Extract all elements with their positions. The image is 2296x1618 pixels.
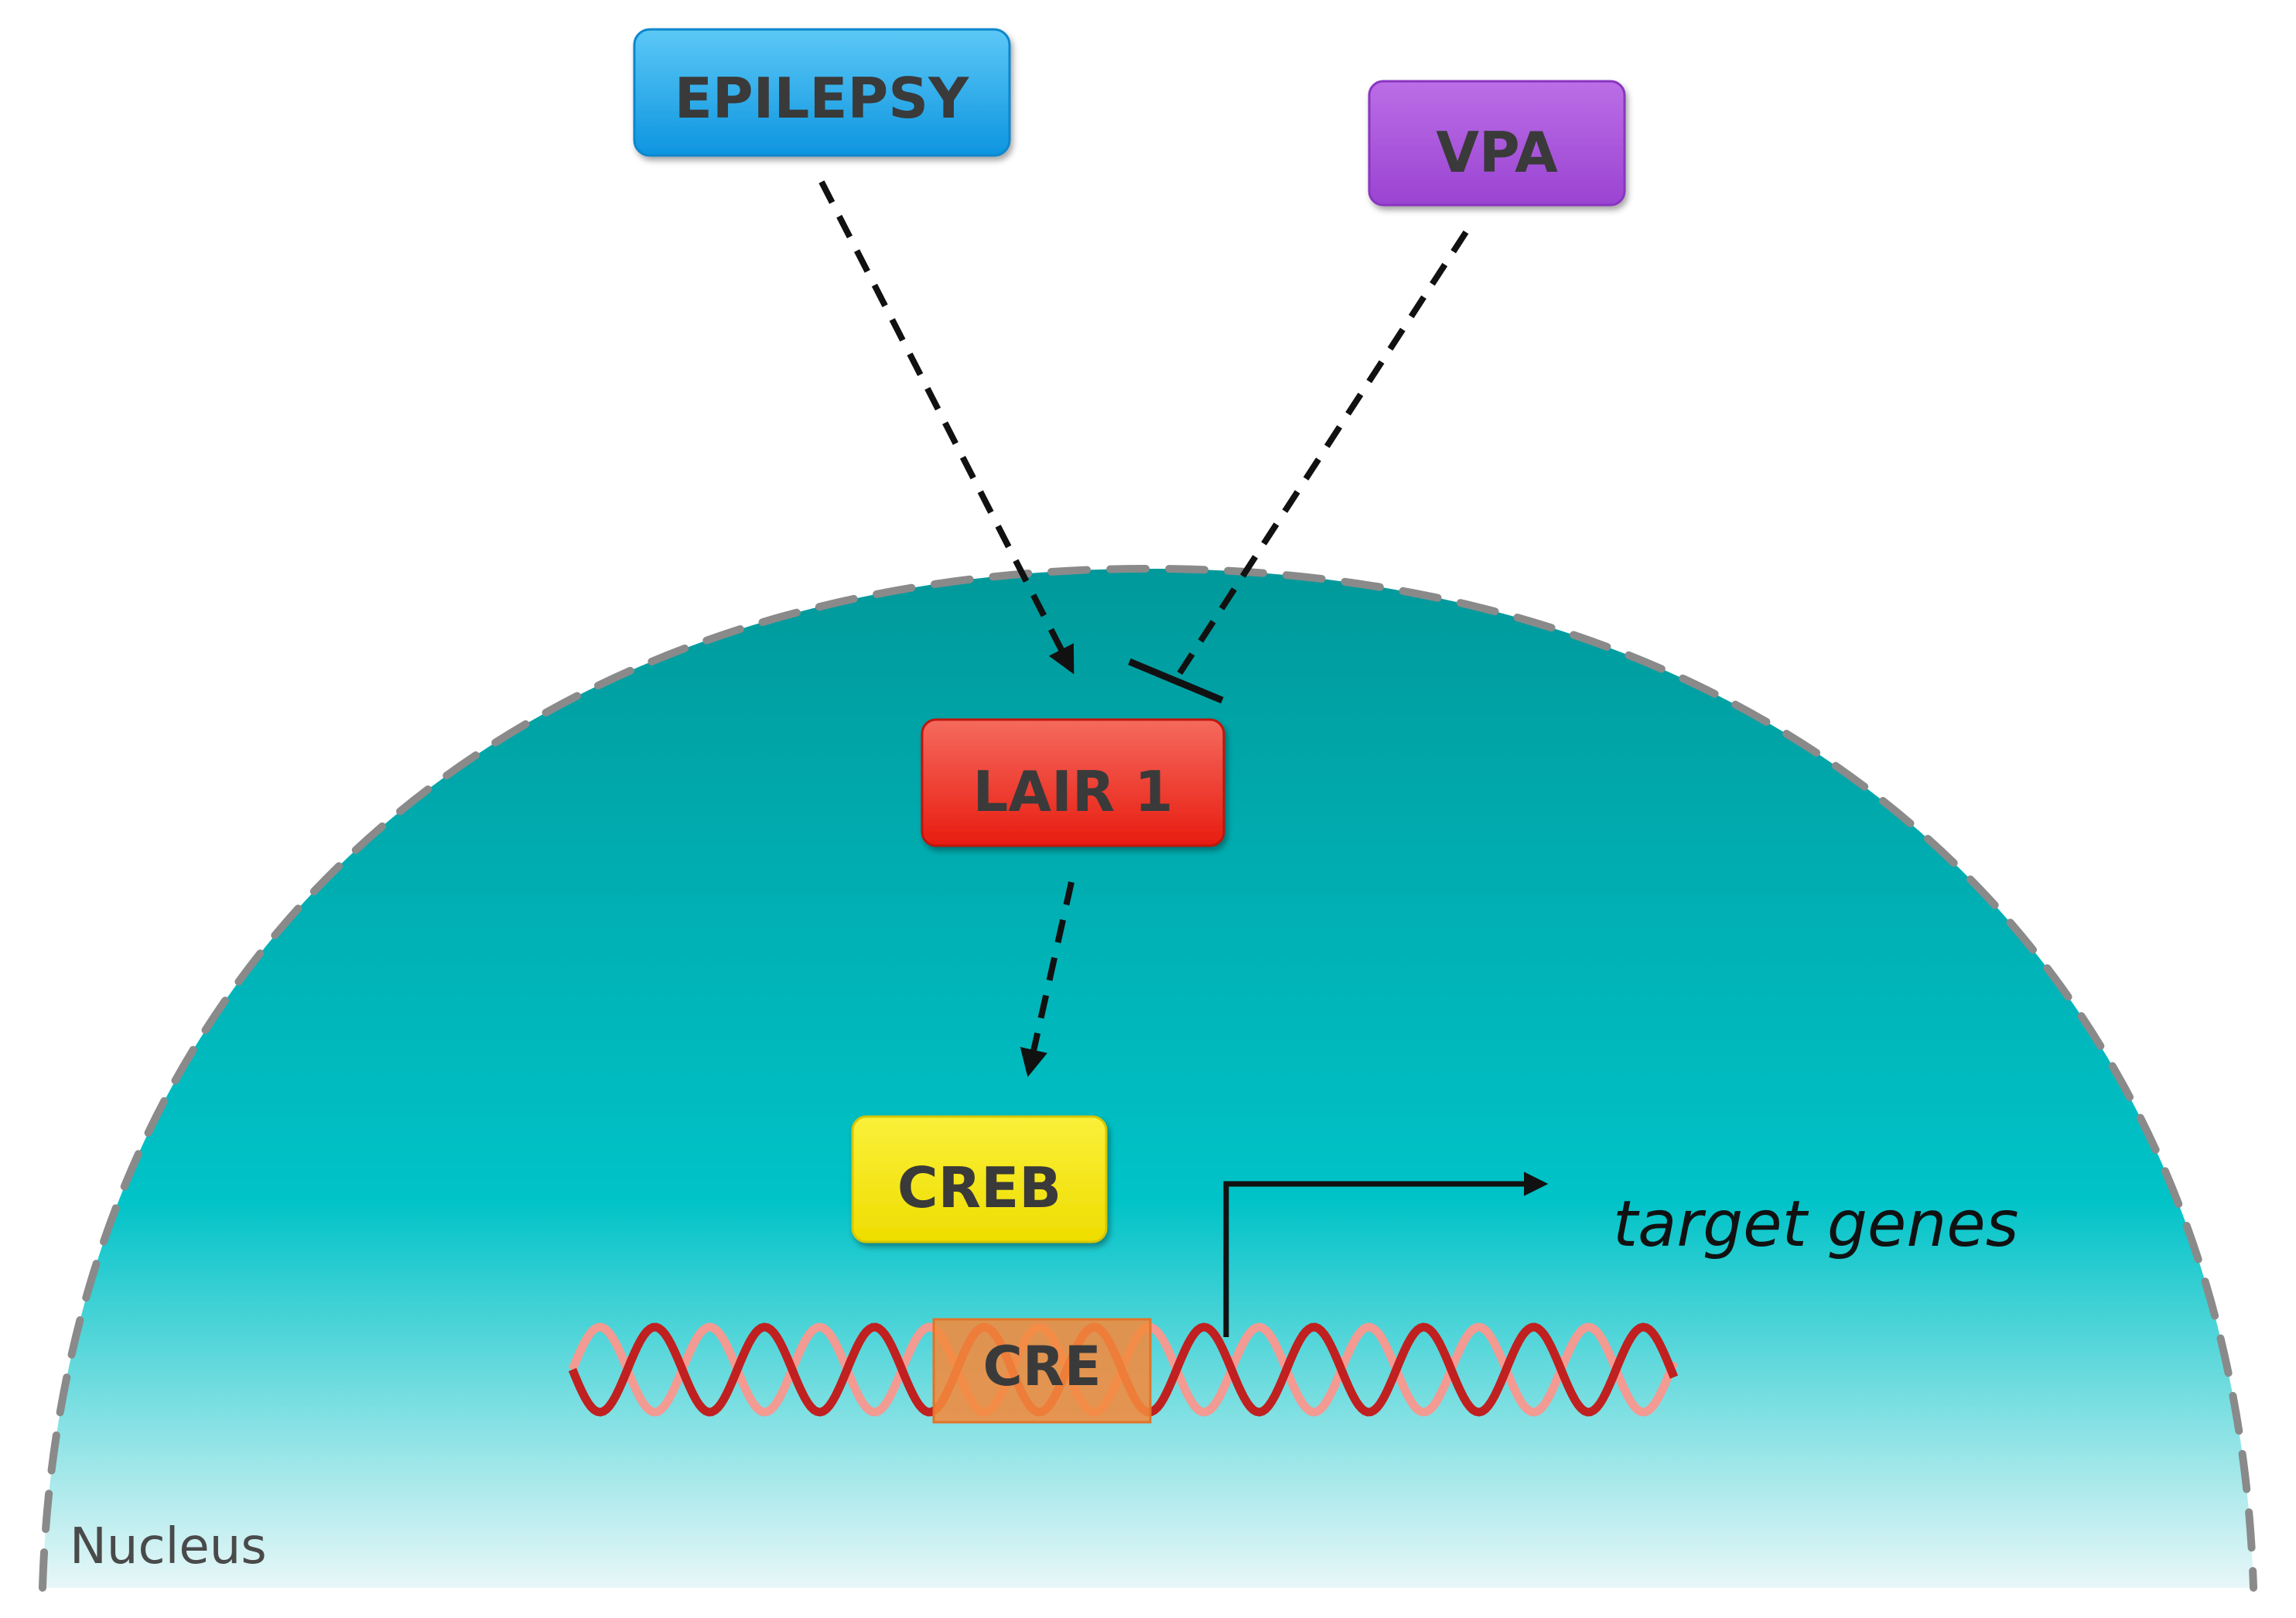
creb-node [851,1115,1108,1243]
target-genes-label: target genes [1613,1188,2018,1261]
lair1-to-creb-arrow [1020,881,1075,1078]
creb-label: CREB [897,1155,1061,1220]
vpa-node [1368,80,1626,207]
epilepsy-node [633,28,1011,157]
epilepsy-to-lair1-arrow [818,180,1075,675]
vpa-to-lair1-inhibition [1177,230,1469,676]
transcription-start-arrow [1223,1172,1549,1337]
lair1-label: LAIR 1 [973,759,1174,824]
cre-label: CRE [982,1335,1101,1398]
inhibition-bar [1128,658,1224,704]
nucleus-label: Nucleus [70,1518,267,1575]
cre-node: CRE [932,1318,1152,1424]
epilepsy-label: EPILEPSY [675,66,969,131]
nucleus-membrane [39,564,2257,1592]
lair1-node [921,718,1225,847]
vpa-label: VPA [1436,120,1558,185]
